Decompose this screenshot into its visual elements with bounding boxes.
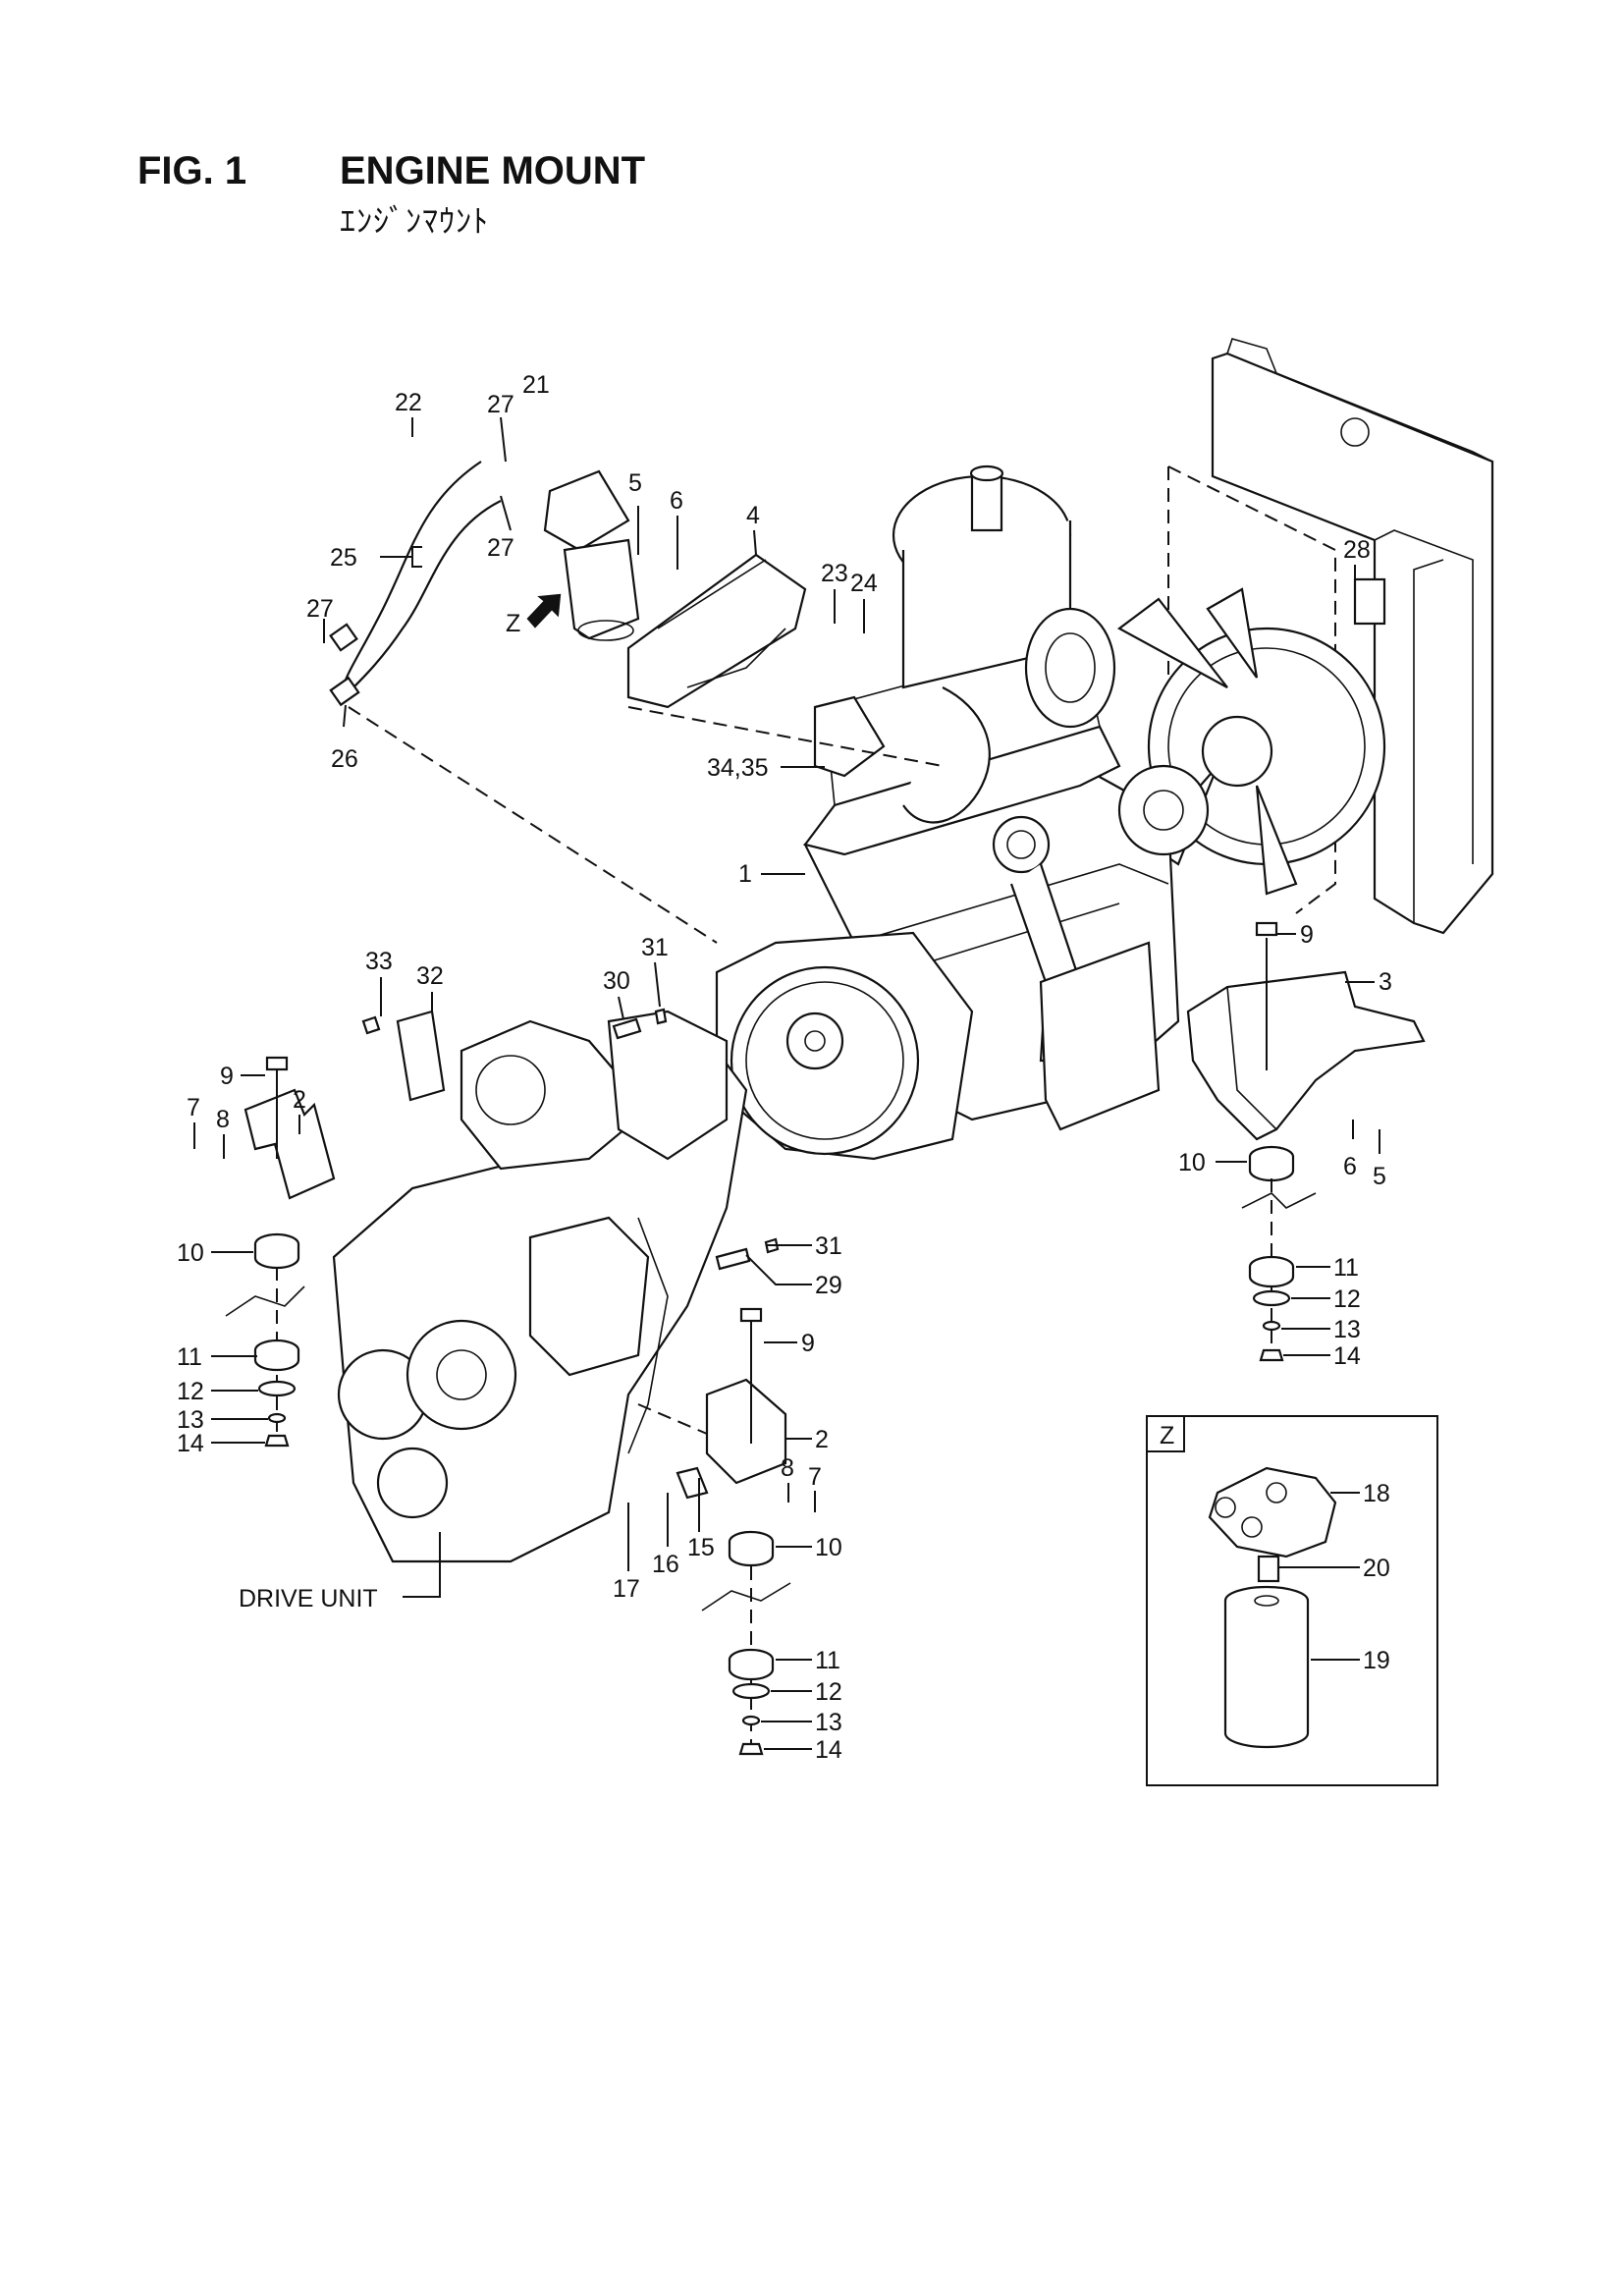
callout-13: 13 <box>1333 1316 1361 1343</box>
callout-19: 19 <box>1363 1647 1390 1674</box>
oil-hoses <box>329 461 502 707</box>
callout-25: 25 <box>330 544 357 572</box>
callout-18: 18 <box>1363 1480 1390 1507</box>
callout-29: 29 <box>815 1272 842 1299</box>
callout-12: 12 <box>815 1678 842 1706</box>
callout-9: 9 <box>801 1330 815 1357</box>
callout-22: 22 <box>395 389 422 416</box>
leader-lines <box>193 416 1380 1750</box>
detail-box-z <box>1146 1415 1438 1786</box>
z-detail-label: Z <box>1160 1422 1174 1449</box>
callout-7: 7 <box>808 1463 822 1491</box>
plate-32 <box>361 1008 780 1271</box>
callout-31: 31 <box>815 1232 842 1260</box>
callout-14: 14 <box>1333 1342 1361 1370</box>
z-view-label: Z <box>506 610 520 637</box>
drive-unit <box>332 1010 748 1563</box>
callout-11: 11 <box>1333 1254 1359 1282</box>
mount-stack-right <box>1241 1145 1317 1362</box>
callout-12: 12 <box>177 1378 204 1405</box>
callout-9: 9 <box>220 1063 234 1090</box>
callout-10: 10 <box>815 1534 842 1561</box>
callout-34-35: 34,35 <box>707 754 769 782</box>
callout-33: 33 <box>365 948 393 975</box>
mount-bracket-center <box>637 1307 791 1756</box>
callout-27: 27 <box>487 534 514 562</box>
callout-5: 5 <box>1373 1163 1386 1190</box>
callout-21: 21 <box>522 371 550 399</box>
callout-2: 2 <box>815 1426 829 1453</box>
callout-13: 13 <box>815 1709 842 1736</box>
radiator <box>1167 338 1494 935</box>
callout-10: 10 <box>177 1239 204 1267</box>
callout-17: 17 <box>613 1575 640 1603</box>
mount-bracket-left <box>225 1056 336 1448</box>
callout-14: 14 <box>815 1736 842 1764</box>
callout-10: 10 <box>1178 1149 1206 1176</box>
callout-6: 6 <box>670 487 683 515</box>
callout-14: 14 <box>177 1430 204 1457</box>
callout-3: 3 <box>1379 968 1392 996</box>
callout-26: 26 <box>331 745 358 773</box>
callout-13: 13 <box>177 1406 204 1434</box>
drive-unit-label: DRIVE UNIT <box>239 1585 378 1613</box>
bracket-4 <box>626 553 807 709</box>
callout-1: 1 <box>738 860 752 888</box>
callout-31: 31 <box>641 934 669 961</box>
callout-28: 28 <box>1343 536 1371 564</box>
figure-number: FIG. 1 <box>137 149 247 192</box>
callout-8: 8 <box>216 1106 230 1133</box>
engine <box>715 465 1210 1161</box>
callout-7: 7 <box>187 1094 200 1121</box>
callout-5: 5 <box>628 469 642 497</box>
callout-23: 23 <box>821 560 848 587</box>
figure-subtitle: ｴﾝｼﾞﾝﾏｳﾝﾄ <box>340 203 490 239</box>
callout-32: 32 <box>416 962 444 990</box>
callout-6: 6 <box>1343 1153 1357 1180</box>
callout-8: 8 <box>781 1454 794 1482</box>
callout-24: 24 <box>850 570 878 597</box>
callout-9: 9 <box>1300 921 1314 949</box>
figure-title: ENGINE MOUNT <box>340 149 646 192</box>
callout-labels: 22 27 21 5 6 4 27 25 23 24 27 Z 28 26 34… <box>177 371 1392 1764</box>
callout-20: 20 <box>1363 1555 1390 1582</box>
callout-11: 11 <box>177 1343 202 1371</box>
callout-27: 27 <box>306 595 334 623</box>
callout-4: 4 <box>746 502 760 529</box>
callout-30: 30 <box>603 967 630 995</box>
remote-oil-filter <box>543 469 640 641</box>
callout-16: 16 <box>652 1551 679 1578</box>
callout-15: 15 <box>687 1534 715 1561</box>
callout-11: 11 <box>815 1647 840 1674</box>
callout-2: 2 <box>293 1086 306 1114</box>
callout-12: 12 <box>1333 1285 1361 1313</box>
engine-mount-bracket-right <box>1186 921 1426 1141</box>
callout-27: 27 <box>487 391 514 418</box>
